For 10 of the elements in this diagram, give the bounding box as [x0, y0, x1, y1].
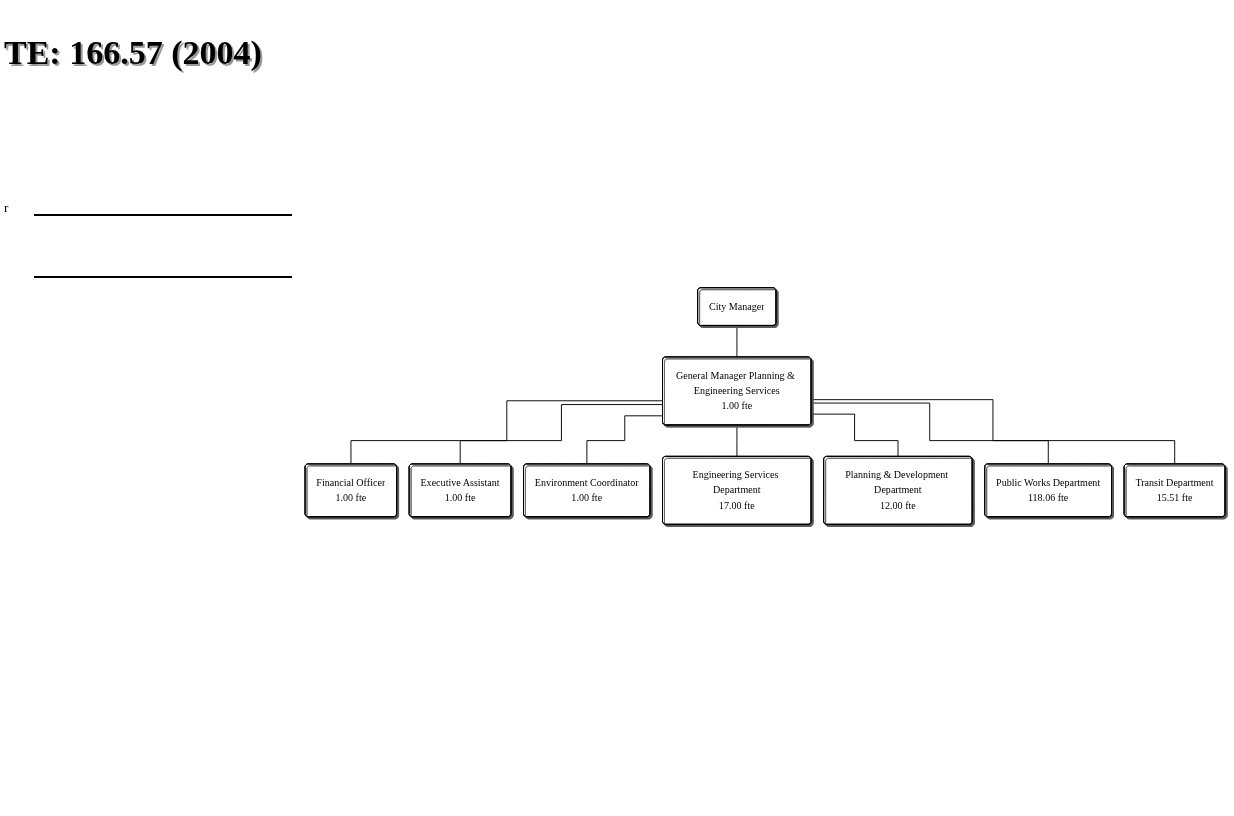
connector	[810, 399, 1176, 465]
connector	[810, 402, 1049, 465]
note-text: r	[4, 200, 9, 216]
connector	[586, 415, 664, 465]
connector	[810, 413, 899, 458]
chart-title: TE: 166.57 (2004)	[4, 34, 262, 72]
connector	[459, 404, 664, 465]
connector	[736, 325, 738, 358]
connector	[736, 424, 738, 458]
connector	[350, 400, 664, 465]
